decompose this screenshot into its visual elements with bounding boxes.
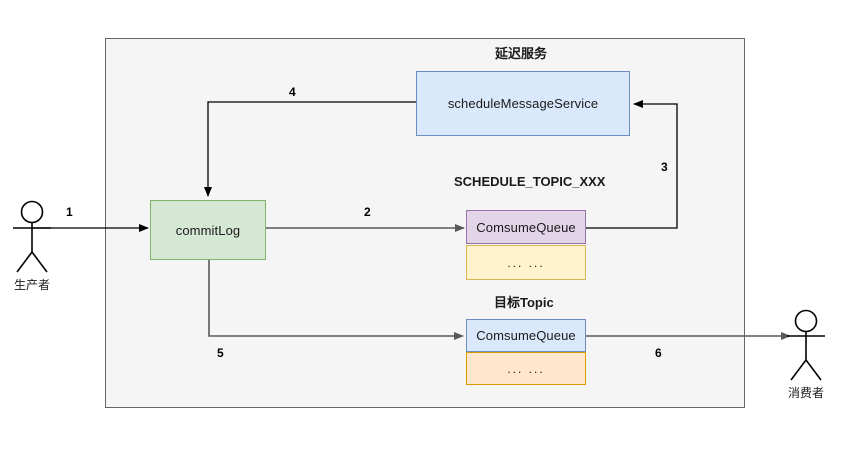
node-commitlog[interactable]: commitLog bbox=[150, 200, 266, 260]
edge-label-5: 5 bbox=[217, 346, 224, 360]
caption-schedule-topic: SCHEDULE_TOPIC_XXX bbox=[454, 174, 606, 189]
edge-label-6: 6 bbox=[655, 346, 662, 360]
node-target-consume-queue-label: ComsumeQueue bbox=[476, 328, 576, 343]
consumer-actor-label: 消费者 bbox=[787, 386, 824, 400]
edge-label-4: 4 bbox=[289, 85, 296, 99]
node-schedule-ellipsis[interactable]: ... ... bbox=[466, 245, 586, 280]
node-commitlog-label: commitLog bbox=[175, 222, 241, 238]
node-schedule-consume-queue-label: ComsumeQueue bbox=[476, 219, 576, 235]
node-schedule-message-service-label: scheduleMessageService bbox=[447, 96, 599, 111]
node-schedule-message-service[interactable]: scheduleMessageService bbox=[416, 71, 630, 136]
caption-delay-service: 延迟服务 bbox=[495, 46, 548, 61]
edge-label-2: 2 bbox=[364, 205, 371, 219]
node-target-ellipsis-label: ... ... bbox=[507, 361, 545, 376]
consumer-actor-icon bbox=[787, 309, 825, 381]
caption-target-topic: 目标Topic bbox=[494, 295, 554, 310]
node-schedule-ellipsis-label: ... ... bbox=[507, 255, 545, 270]
node-target-consume-queue[interactable]: ComsumeQueue bbox=[466, 319, 586, 352]
node-schedule-consume-queue[interactable]: ComsumeQueue bbox=[466, 210, 586, 244]
producer-actor-label: 生产者 bbox=[13, 278, 50, 292]
producer-actor-icon bbox=[13, 200, 51, 273]
node-target-ellipsis[interactable]: ... ... bbox=[466, 352, 586, 385]
edge-label-3: 3 bbox=[661, 160, 668, 174]
edge-label-1: 1 bbox=[66, 205, 73, 219]
